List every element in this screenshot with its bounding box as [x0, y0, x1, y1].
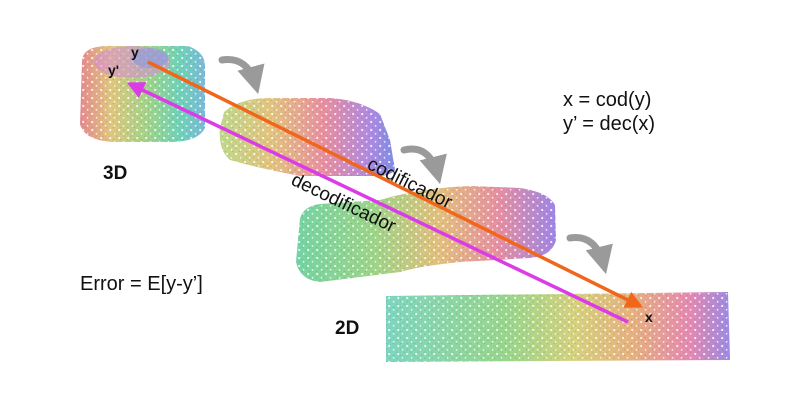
point-y-label: y	[131, 44, 139, 60]
unroll-arrows	[218, 56, 613, 275]
encoder-arrow	[147, 60, 644, 308]
swiss-roll-3d	[80, 46, 205, 142]
label-2d: 2D	[335, 318, 360, 339]
unroll-arrow-icon	[218, 56, 265, 95]
decoder-arrow	[126, 82, 629, 324]
unroll-arrow-icon	[400, 145, 447, 185]
unroll-arrow-icon	[566, 234, 613, 275]
label-3d: 3D	[103, 163, 128, 184]
point-x-label: x	[645, 309, 653, 325]
flat-strip-2d	[386, 292, 730, 362]
decode-equation: y’ = dec(x)	[563, 113, 656, 135]
encode-equation: x = cod(y)	[563, 89, 652, 111]
point-y-prime-label: y'	[108, 62, 120, 78]
equations-block: x = cod(y) y’ = dec(x)	[563, 88, 655, 136]
error-equation: Error = E[y-y’]	[80, 273, 203, 295]
